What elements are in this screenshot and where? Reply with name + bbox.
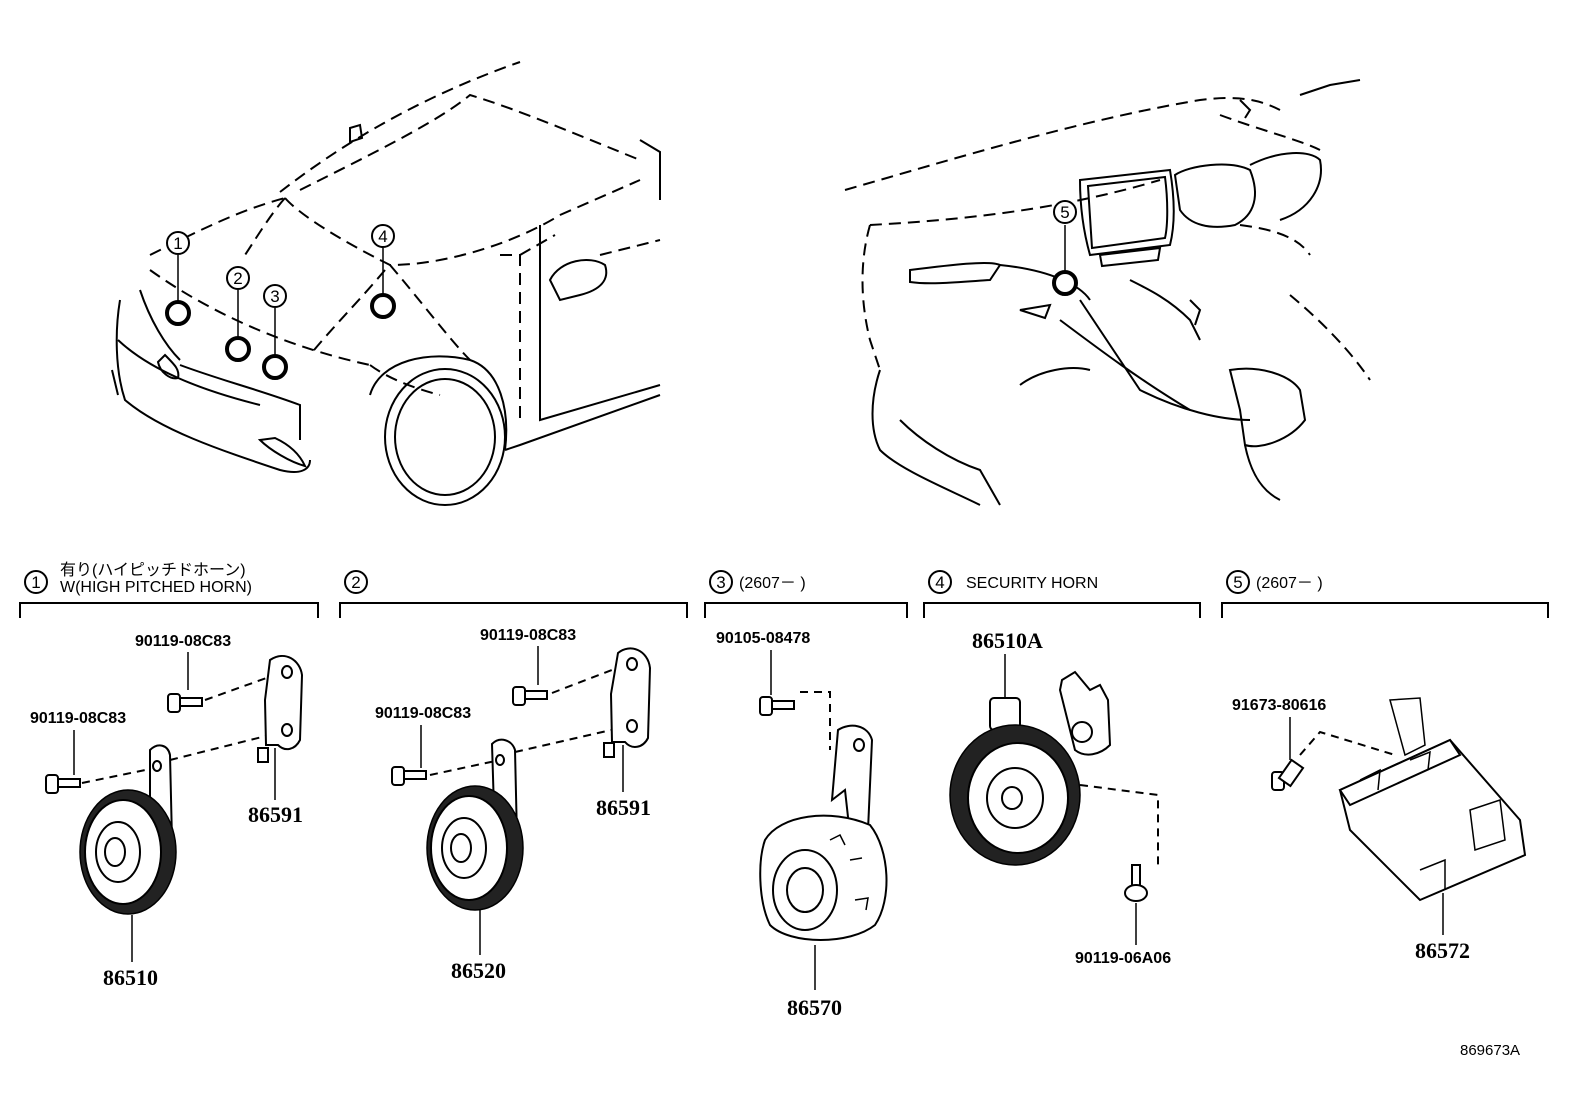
locator-2-badge: 2 <box>226 266 250 290</box>
part-number-86520: 86520 <box>451 958 506 983</box>
svg-text:2: 2 <box>233 269 242 288</box>
svg-text:SECURITY HORN: SECURITY HORN <box>966 575 1098 592</box>
section-1-header: 1 有り(ハイピッチドホーン) W(HIGH PITCHED HORN) <box>19 561 319 618</box>
bolt-icon <box>45 774 81 794</box>
section-1-parts: 90119-08C83 90119-08C83 86591 <box>30 633 304 990</box>
svg-text:3: 3 <box>716 573 725 592</box>
part-number-90105-08478: 90105-08478 <box>716 630 810 647</box>
locator-3-badge: 3 <box>263 284 287 308</box>
svg-text:3: 3 <box>270 287 279 306</box>
svg-text:4: 4 <box>935 573 944 592</box>
security-horn-86510A <box>949 670 1112 866</box>
dashboard-illustration: 5 <box>844 79 1371 506</box>
locator-4-badge: 4 <box>371 224 395 248</box>
part-number-90119-08C83-lower-s2: 90119-08C83 <box>375 705 471 722</box>
bolt-icon <box>512 686 548 706</box>
part-number-90119-06A06: 90119-06A06 <box>1075 950 1171 967</box>
section-2-parts: 90119-08C83 90119-08C83 86591 <box>375 627 652 983</box>
car-exterior-illustration: 1 2 3 4 <box>111 61 661 506</box>
svg-text:2: 2 <box>351 573 360 592</box>
part-number-86510: 86510 <box>103 965 158 990</box>
part-number-86591-s2: 86591 <box>596 795 651 820</box>
svg-text:1: 1 <box>31 573 40 592</box>
horn-86570 <box>759 724 888 941</box>
section-3-header: 3 (2607－ ) <box>704 570 908 618</box>
svg-text:(2607－ ): (2607－ ) <box>739 575 806 592</box>
bolt-icon <box>1271 758 1305 791</box>
svg-text:有り(ハイピッチドホーン): 有り(ハイピッチドホーン) <box>60 561 246 579</box>
part-number-86510A: 86510A <box>972 628 1043 653</box>
bolt-icon <box>759 696 795 716</box>
section-5-header: 5 (2607－ ) <box>1221 570 1549 618</box>
svg-text:4: 4 <box>378 227 387 246</box>
part-number-86570: 86570 <box>787 995 842 1020</box>
bracket-86591-s2 <box>603 647 652 758</box>
locator-callout-interior: 5 <box>1052 200 1078 296</box>
part-number-90119-08C83-upper: 90119-08C83 <box>135 633 231 650</box>
part-number-91673-80616: 91673-80616 <box>1232 697 1326 714</box>
svg-text:(2607－ ): (2607－ ) <box>1256 575 1323 592</box>
bracket-86591 <box>257 655 304 763</box>
horn-86510 <box>79 744 177 915</box>
section-2-header: 2 <box>339 570 688 618</box>
section-4-parts: 86510A 90119-06A06 <box>949 628 1171 967</box>
locator-1-badge: 1 <box>166 231 190 255</box>
part-number-90119-08C83-lower: 90119-08C83 <box>30 710 126 727</box>
bolt-icon <box>1124 864 1148 902</box>
locator-callouts-exterior: 1 2 3 4 <box>165 224 396 380</box>
illustration-code: 869673A <box>1460 1042 1520 1059</box>
section-3-parts: 90105-08478 86570 <box>716 630 888 1020</box>
svg-text:5: 5 <box>1060 203 1069 222</box>
part-number-90119-08C83-upper-s2: 90119-08C83 <box>480 627 576 644</box>
horn-86520 <box>426 738 524 911</box>
part-number-86572: 86572 <box>1415 938 1470 963</box>
part-number-86591-s1: 86591 <box>248 802 303 827</box>
section-5-parts: 91673-80616 86572 <box>1232 697 1527 963</box>
section-4-header: 4 SECURITY HORN <box>923 570 1201 618</box>
bolt-icon <box>391 766 427 786</box>
locator-5-badge: 5 <box>1053 200 1077 224</box>
svg-text:5: 5 <box>1233 573 1242 592</box>
bolt-icon <box>167 693 203 713</box>
control-module-86572 <box>1338 697 1527 902</box>
svg-text:1: 1 <box>173 234 182 253</box>
svg-text:W(HIGH PITCHED HORN): W(HIGH PITCHED HORN) <box>60 579 252 596</box>
